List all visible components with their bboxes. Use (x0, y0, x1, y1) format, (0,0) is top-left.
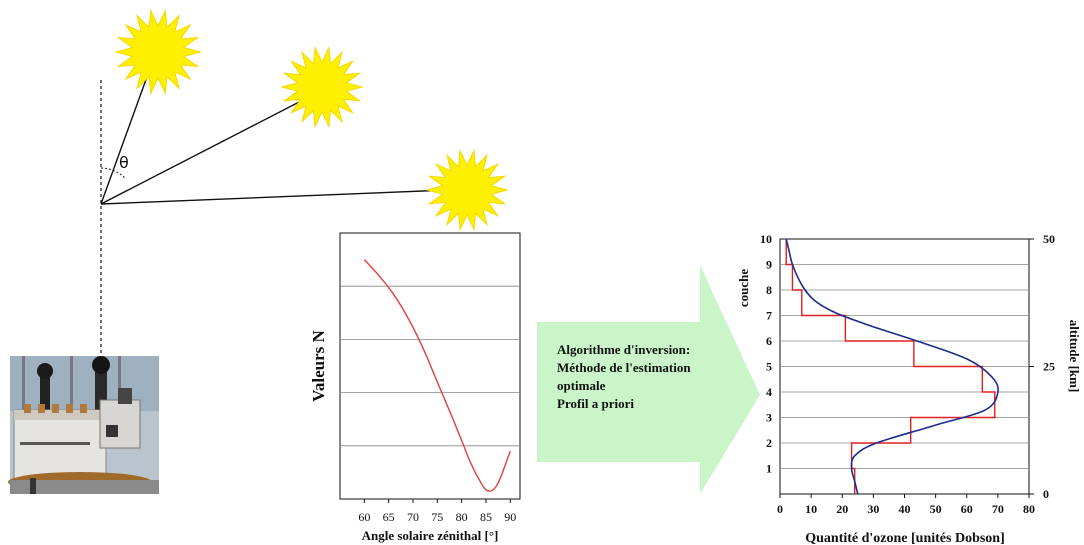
n-values-chart: 60 65 70 75 80 85 90 Angle solaire zénithal [°… (309, 232, 521, 543)
y-tick-label: 3 (766, 411, 772, 425)
arrow-text-line: Algorithme d'inversion: (557, 342, 690, 357)
sun-rays (280, 45, 364, 129)
arrow-text-line: Méthode de l'estimation (557, 360, 691, 375)
arrow-text-line: Profil a priori (557, 396, 634, 411)
y-axis-title-left: couche (736, 269, 751, 308)
x-axis-title: Quantité d'ozone [unités Dobson] (805, 531, 1005, 545)
x-tick-label: 65 (383, 510, 395, 524)
n-values-curve (363, 259, 511, 492)
x-tick-label: 60 (358, 510, 370, 524)
x-tick-label: 60 (961, 502, 973, 516)
arrow-shape (537, 265, 760, 494)
x-tick-label: 80 (1023, 502, 1035, 516)
sun-icon (425, 148, 509, 232)
zenith-angle-arc (100, 167, 126, 179)
inversion-arrow: Algorithme d'inversion: Méthode de l'esti… (537, 265, 760, 494)
sun-rays (425, 148, 509, 232)
solar-geometry: θ (100, 8, 509, 370)
x-tick-label: 85 (480, 510, 492, 524)
y-tick-label: 6 (766, 334, 772, 348)
x-tick-label: 40 (899, 502, 911, 516)
y-axis-title-right: altitude [km] (1067, 320, 1082, 393)
x-tick-label: 70 (407, 510, 419, 524)
y-tick-label: 2 (766, 436, 772, 450)
ozone-profile-chart: 0 10 20 30 40 50 60 70 80 1 2 3 4 5 6 7 8 9 10 0 25 50 Quanti… (736, 232, 1082, 545)
dobson-instrument-photo (8, 356, 159, 494)
sun-icon (280, 45, 364, 129)
x-tick-label: 10 (805, 502, 817, 516)
arrow-text-line: optimale (557, 378, 606, 393)
y-tick-label: 10 (760, 232, 772, 246)
y-tick-label: 8 (766, 283, 772, 297)
y-tick-label-right: 25 (1043, 360, 1055, 374)
y-tick-label: 5 (766, 360, 772, 374)
y-tick-label-right: 0 (1043, 487, 1049, 501)
y-tick-label: 1 (766, 462, 772, 476)
sun-ray (100, 189, 449, 205)
x-axis-title: Angle solaire zénithal [°] (362, 528, 499, 543)
y-tick-label: 4 (766, 385, 772, 399)
x-tick-label: 0 (777, 502, 783, 516)
layer-ozone-step-series (785, 239, 996, 494)
sun-ray (100, 73, 149, 205)
sun-ray (100, 99, 304, 205)
sun-rays (114, 8, 202, 96)
y-tick-label: 7 (766, 309, 772, 323)
y-axis-title: Valeurs N (309, 329, 328, 401)
y-tick-label: 9 (766, 258, 772, 272)
x-tick-label: 70 (992, 502, 1004, 516)
x-tick-label: 30 (867, 502, 879, 516)
x-tick-label: 90 (504, 510, 516, 524)
x-tick-label: 20 (836, 502, 848, 516)
y-tick-label-right: 50 (1043, 232, 1055, 246)
ozone-profile-curve (785, 238, 999, 495)
x-tick-label: 80 (456, 510, 468, 524)
x-tick-label: 50 (930, 502, 942, 516)
zenith-angle-symbol: θ (119, 153, 129, 172)
sun-icon (114, 8, 202, 96)
x-tick-label: 75 (431, 510, 443, 524)
